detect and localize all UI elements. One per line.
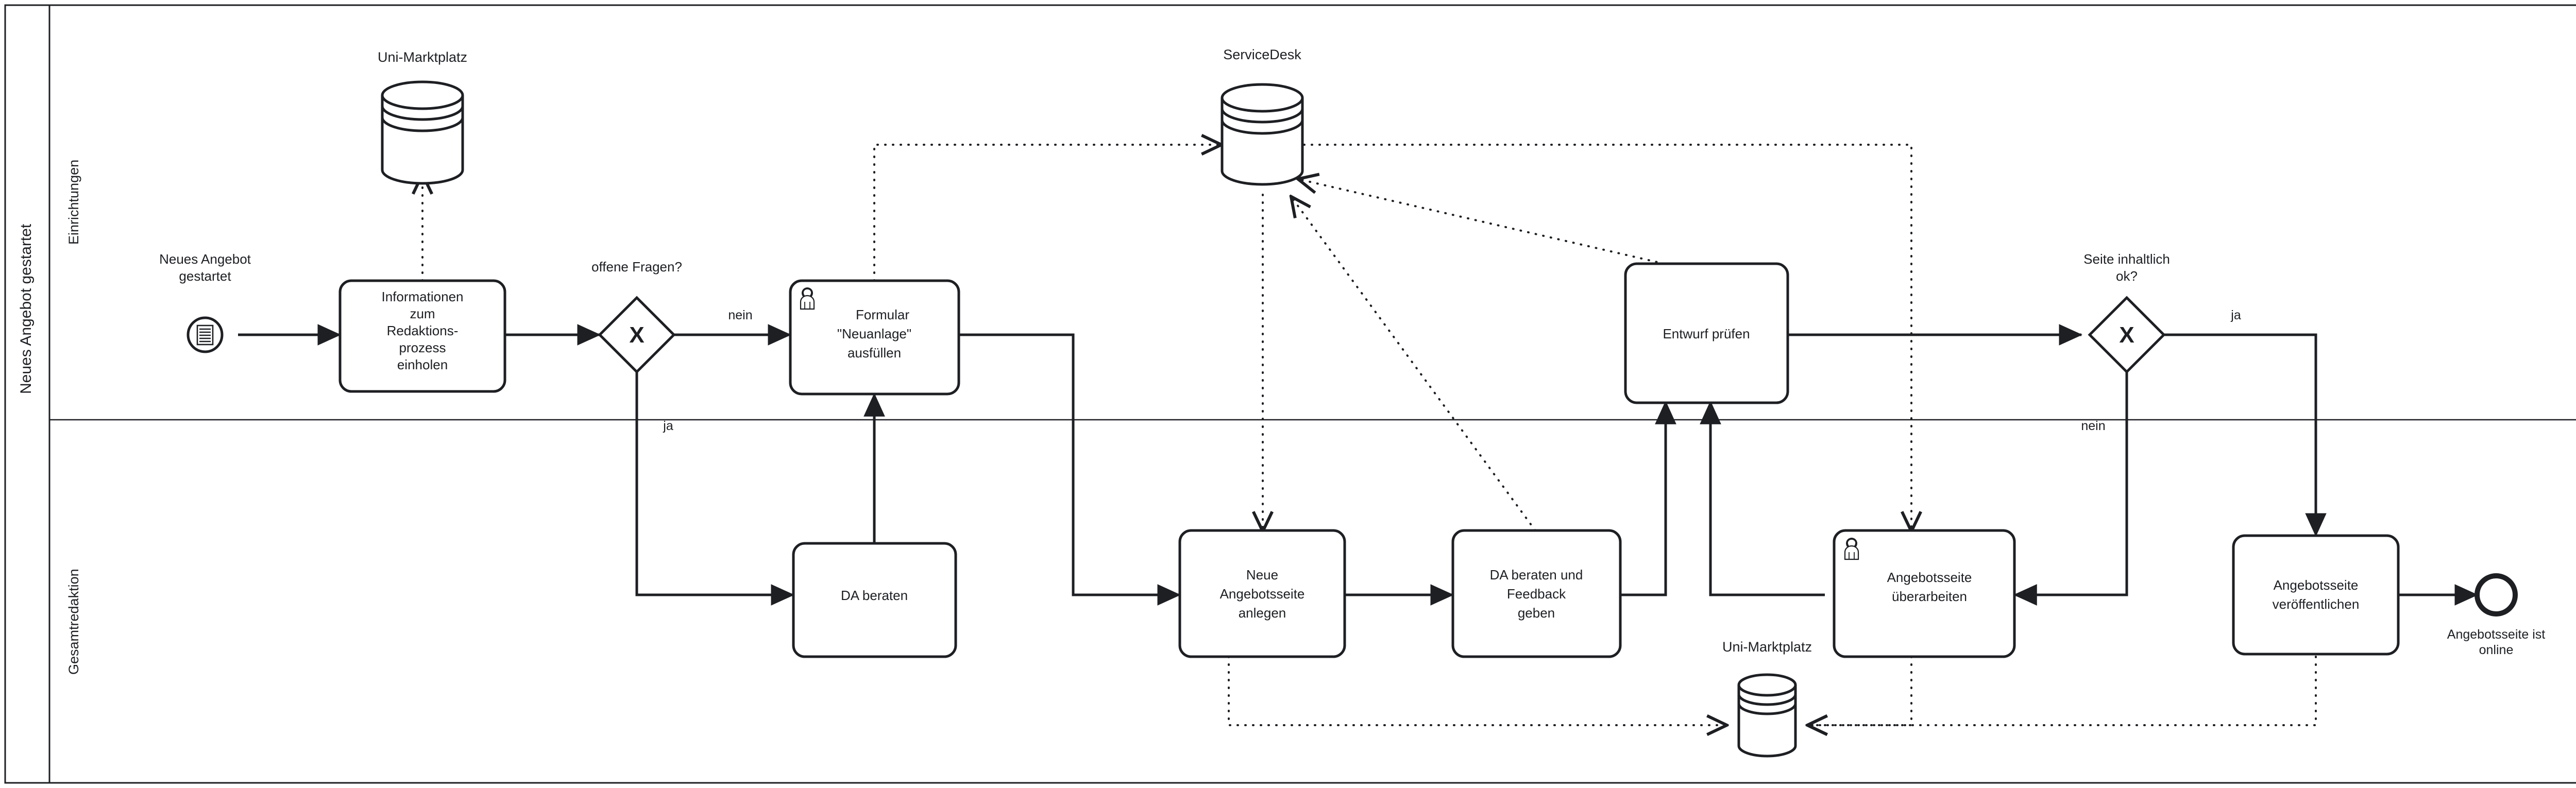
task-entwurf-pruefen-line-1: Entwurf prüfen: [1663, 326, 1750, 341]
sequence-flows-group: Formular ausfüllen --> DA beraten (down,…: [238, 324, 2479, 606]
datastore-uni-marktplatz-top-label: Uni-Marktplatz: [378, 49, 467, 65]
assoc-neue-angebotsseite-to-unimarktplatz: [1228, 656, 1726, 725]
flow-gateway1-ja-to-da-beraten: [635, 372, 795, 606]
gateway-offene-fragen-symbol: X: [629, 322, 644, 348]
task-angebotsseite-ueberarbeiten[interactable]: Angebotsseite überarbeiten: [1833, 529, 2016, 658]
end-event-label-line2: online: [2479, 643, 2514, 657]
task-da-beraten-feedback-line-1: DA beraten und: [1490, 567, 1583, 583]
task-da-beraten-line-1: DA beraten: [841, 588, 908, 603]
task-informationen-einholen-line-2: zum: [410, 306, 435, 321]
lane-label-einrichtungen: Einrichtungen: [66, 160, 81, 245]
gateway-seite-inhaltlich-ok-label-line1: Seite inhaltlich: [2083, 251, 2170, 267]
task-da-beraten-feedback-line-2: Feedback: [1507, 586, 1566, 602]
task-da-beraten[interactable]: DA beraten: [792, 542, 957, 658]
task-neue-angebotsseite-anlegen-line-1: Neue: [1246, 567, 1278, 583]
task-formular-ausfuellen[interactable]: Formular "Neuanlage" ausfüllen: [789, 279, 960, 396]
document-icon: [196, 324, 214, 346]
task-informationen-einholen-line-1: Informationen: [382, 289, 464, 304]
start-event-label-line1: Neues Angebot: [159, 251, 251, 267]
task-neue-angebotsseite-anlegen-line-3: anlegen: [1239, 605, 1286, 621]
flow-label-ja-2: ja: [2230, 308, 2241, 322]
gateway-offene-fragen[interactable]: offene Fragen? X: [591, 259, 682, 374]
flow-formular-to-neue-angebotsseite: [959, 333, 1181, 606]
assoc-feedback-to-servicedesk: [1292, 197, 1536, 532]
task-informationen-einholen-line-5: einholen: [397, 357, 448, 372]
datastore-uni-marktplatz-bottom[interactable]: Uni-Marktplatz: [1722, 639, 1812, 758]
task-formular-ausfuellen-line-1: Formular: [856, 307, 909, 322]
flow-label-ja-1: ja: [663, 419, 673, 433]
data-associations-group: [422, 144, 2317, 725]
task-entwurf-pruefen[interactable]: Entwurf prüfen: [1624, 262, 1789, 404]
task-neue-angebotsseite-anlegen-line-2: Angebotsseite: [1220, 586, 1305, 602]
gateway-offene-fragen-label: offene Fragen?: [591, 259, 682, 275]
task-angebotsseite-ueberarbeiten-line-2: überarbeiten: [1892, 589, 1967, 604]
task-informationen-einholen[interactable]: Informationen zum Redaktions- prozess ei…: [338, 279, 506, 393]
task-angebotsseite-ueberarbeiten-line-1: Angebotsseite: [1887, 570, 1972, 585]
pool-label: Neues Angebot gestartet: [18, 224, 35, 394]
end-event[interactable]: Angebotsseite ist online: [2447, 573, 2545, 657]
task-angebotsseite-veroeffentlichen-line-2: veröffentlichen: [2273, 596, 2360, 612]
gateway-seite-inhaltlich-ok-symbol: X: [2119, 322, 2134, 348]
datastore-servicedesk[interactable]: ServiceDesk: [1221, 47, 1304, 186]
start-event-label-line2: gestartet: [179, 268, 231, 284]
task-angebotsseite-veroeffentlichen-line-1: Angebotsseite: [2274, 577, 2359, 593]
assoc-servicedesk-to-ueberarbeiten: [1303, 144, 1911, 530]
task-da-beraten-feedback[interactable]: DA beraten und Feedback geben: [1451, 529, 1622, 658]
end-event-label-line1: Angebotsseite ist: [2447, 627, 2545, 642]
task-formular-ausfuellen-line-2: "Neuanlage": [837, 326, 911, 341]
task-angebotsseite-veroeffentlichen[interactable]: Angebotsseite veröffentlichen: [2232, 534, 2400, 656]
task-formular-ausfuellen-line-3: ausfüllen: [848, 345, 901, 361]
user-task-icon: [800, 287, 815, 310]
flow-ueberarbeiten-to-entwurf: [1700, 400, 1825, 596]
assoc-formular-to-servicedesk: [873, 145, 1221, 282]
gateway-seite-inhaltlich-ok-label-line2: ok?: [2116, 268, 2138, 284]
start-event[interactable]: Neues Angebot gestartet: [159, 251, 251, 353]
flow-gateway2-nein-to-ueberarbeiten: [2013, 372, 2128, 606]
datastore-uni-marktplatz-bottom-label: Uni-Marktplatz: [1722, 639, 1812, 655]
datastore-uni-marktplatz-top[interactable]: Uni-Marktplatz: [378, 49, 467, 185]
task-neue-angebotsseite-anlegen[interactable]: Neue Angebotsseite anlegen: [1178, 529, 1346, 658]
flow-label-nein-1: nein: [728, 308, 752, 322]
user-task-icon: [1844, 538, 1859, 560]
flow-label-nein-2: nein: [2081, 419, 2105, 433]
flow-gateway2-ja-to-veroeffentlichen: [2164, 333, 2327, 537]
assoc-entwurf-to-servicedesk: [1299, 179, 1665, 265]
flow-feedback-to-entwurf: [1620, 400, 1676, 596]
assoc-veroeffentlichen-to-unimarktplatz: [1808, 656, 2317, 725]
gateway-seite-inhaltlich-ok[interactable]: Seite inhaltlich ok? X: [2083, 251, 2170, 374]
datastore-servicedesk-label: ServiceDesk: [1223, 47, 1301, 62]
task-informationen-einholen-line-3: Redaktions-: [387, 323, 459, 338]
task-da-beraten-feedback-line-3: geben: [1518, 605, 1555, 621]
task-informationen-einholen-line-4: prozess: [399, 340, 446, 355]
lane-label-gesamtredaktion: Gesamtredaktion: [66, 569, 81, 675]
